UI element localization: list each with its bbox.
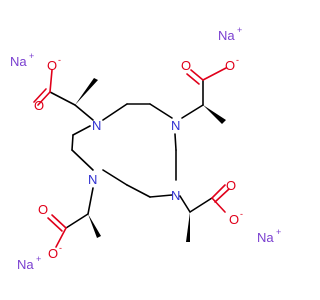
c-c-bond	[189, 197, 213, 213]
macrocycle-ring	[71, 103, 177, 198]
oxygen-carbonyl: O	[181, 58, 191, 73]
sodium-charge: +	[36, 254, 41, 264]
ring-bond	[71, 149, 94, 171]
oxygen-carbonyl: O	[226, 178, 236, 193]
oxygen-atoms: O O - O O - O O - O O -	[34, 55, 243, 261]
ring-bond	[174, 133, 177, 151]
sodium-bottom-left: Na	[17, 257, 34, 272]
ring-bond	[149, 194, 173, 198]
oxygen-carbonyl: O	[38, 202, 48, 217]
oxygen-anion: O	[225, 58, 235, 73]
nitrogen-top-left: N	[92, 118, 101, 133]
c-o-double	[51, 214, 67, 229]
c-c-bond	[65, 213, 89, 229]
n-c-bond	[74, 104, 94, 121]
ring-bond	[71, 134, 74, 151]
ring-bond	[102, 169, 128, 186]
c-o-double	[37, 91, 51, 106]
arm-top-right	[181, 67, 227, 124]
nitrogen-bottom-left: N	[88, 172, 97, 187]
n-c-bond	[179, 195, 191, 213]
c-o-single	[202, 67, 227, 81]
oxide-charge: -	[236, 55, 239, 65]
c-o-double	[214, 188, 230, 203]
arm-bottom-right	[179, 184, 230, 242]
c-o-single	[211, 197, 226, 213]
ring-bond	[72, 125, 91, 136]
sodium-ions: Na + Na + Na + Na +	[10, 25, 281, 272]
n-c-bond	[181, 104, 204, 119]
structure-canvas: N N N N O O - O O - O O - O O - Na + Na …	[10, 25, 281, 272]
c-o-single	[49, 69, 53, 93]
c-o-double	[186, 73, 200, 85]
sodium-bottom-right: Na	[257, 230, 274, 245]
oxygen-anion: O	[229, 212, 239, 227]
sodium-charge: +	[29, 51, 34, 61]
c-o-double	[211, 184, 226, 199]
oxygen-anion: O	[48, 246, 58, 261]
oxide-charge: -	[58, 55, 61, 65]
c-o-double	[47, 217, 63, 232]
ring-bond	[149, 103, 173, 119]
wedge-bond	[75, 78, 98, 105]
oxide-charge: -	[59, 243, 62, 253]
c-c-bond	[49, 91, 76, 106]
sodium-top-right: Na	[218, 28, 235, 43]
hash-bond	[88, 214, 101, 238]
n-c-bond	[87, 187, 94, 215]
molecule-diagram: N N N N O O - O O - O O - O O - Na + Na …	[10, 25, 281, 272]
c-o-double	[33, 88, 47, 103]
wedge-bond	[203, 105, 226, 124]
nitrogen-bottom-right: N	[171, 188, 180, 203]
oxygen-carbonyl: O	[34, 98, 44, 113]
sodium-charge: +	[276, 227, 281, 237]
ring-bond	[102, 103, 128, 121]
nitrogen-top-right: N	[171, 118, 180, 133]
nitrogen-atoms: N N N N	[88, 118, 180, 203]
arm-bottom-left	[47, 187, 101, 248]
sodium-top-left: Na	[10, 54, 27, 69]
sodium-charge: +	[237, 25, 242, 35]
c-o-double	[190, 69, 204, 81]
oxide-charge: -	[240, 209, 243, 219]
c-o-single	[55, 227, 67, 248]
oxygen-anion: O	[47, 58, 57, 73]
wedge-bond	[186, 212, 190, 242]
arm-top-left	[33, 69, 98, 121]
ring-bond	[126, 184, 151, 198]
